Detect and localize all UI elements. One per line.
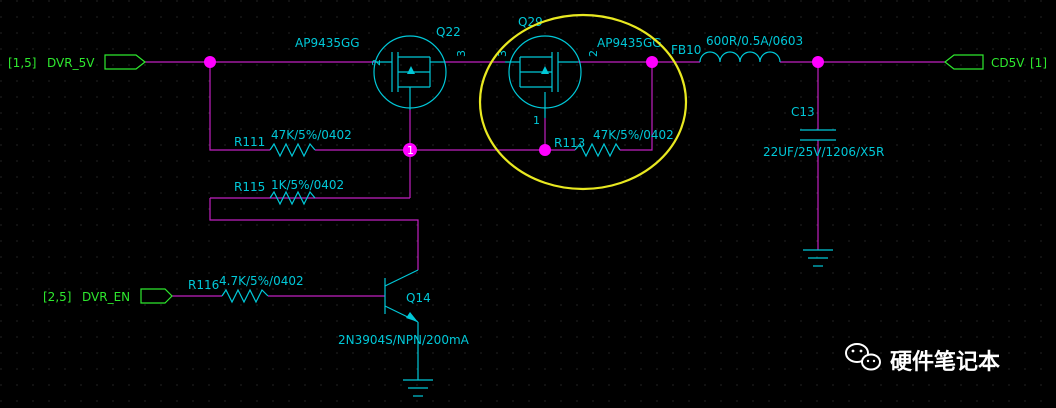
junction-dot [812,56,824,68]
ground-icon [403,379,433,397]
mosfet-q22: AP9435GG Q22 2 3 [295,25,468,110]
offpage-connector-icon [104,54,146,70]
resistor-r116: R116 4.7K/5%/0402 [188,274,304,304]
pin-label: 3 [455,50,468,57]
pin-label: 2 [587,50,600,57]
resistor-icon [269,142,316,158]
junction-dot [646,56,658,68]
ferrite-fb10: FB10 600R/0.5A/0603 [671,34,803,63]
part-value-label: AP9435GG [295,36,360,50]
watermark-text: 硬件笔记本 [890,349,1000,375]
highlight-ellipse [478,13,688,191]
part-value-label: 47K/5%/0402 [593,128,674,142]
part-ref-label: Q22 [436,25,461,39]
inductor-icon [699,51,781,63]
part-ref-label: R113 [554,136,585,150]
net-ref-label: [1] [1030,56,1047,70]
pin-label: 1 [533,114,540,127]
offpage-connector-icon [944,54,984,70]
part-value-label: 22UF/25V/1206/X5R [763,145,884,159]
net-name-label: DVR_EN [82,290,130,304]
junction-dot [403,143,417,157]
pin-label: 2 [370,59,383,66]
part-ref-label: R116 [188,278,219,292]
resistor-r111: R111 47K/5%/0402 [234,128,352,158]
junctions: 1 [204,56,824,157]
capacitor-c13: C13 22UF/25V/1206/X5R [763,105,884,267]
net-ref-label: [1,5] [8,56,36,70]
part-value-label: 47K/5%/0402 [271,128,352,142]
net-dvr-en: [2,5] DVR_EN [43,288,173,304]
offpage-connector-icon [140,288,173,304]
part-value-label: AP9435GG [597,36,662,50]
part-value-label: 2N3904S/NPN/200mA [338,333,470,347]
part-ref-label: R111 [234,135,265,149]
net-dvr-5v: [1,5] DVR_5V [8,54,146,70]
pin-label: 3 [496,50,509,57]
wires [145,61,945,297]
resistor-r115: R115 1K/5%/0402 [210,178,344,206]
net-name-label: CD5V [991,56,1025,70]
part-ref-label: C13 [791,105,815,119]
net-ref-label: [2,5] [43,290,71,304]
mosfet-q29: Q29 AP9435GG 3 2 1 [496,15,662,127]
resistor-icon [221,288,269,304]
junction-pin-label: 1 [407,144,414,157]
net-cd5v: CD5V [1] [944,54,1047,70]
net-name-label: DVR_5V [47,56,95,70]
part-ref-label: R115 [234,180,265,194]
wechat-icon [845,343,881,371]
resistor-icon [269,190,316,206]
part-ref-label: FB10 [671,43,701,57]
junction-dot [204,56,216,68]
part-ref-label: Q14 [406,291,431,305]
part-value-label: 4.7K/5%/0402 [219,274,304,288]
part-value-label: 600R/0.5A/0603 [706,34,803,48]
watermark: 硬件笔记本 [845,343,1000,375]
part-value-label: 1K/5%/0402 [271,178,344,192]
transistor-q14: Q14 2N3904S/NPN/200mA [338,269,470,397]
ground-icon [803,249,833,267]
resistor-icon [574,142,621,158]
junction-dot [539,144,551,156]
resistor-r113: R113 47K/5%/0402 [545,128,674,158]
